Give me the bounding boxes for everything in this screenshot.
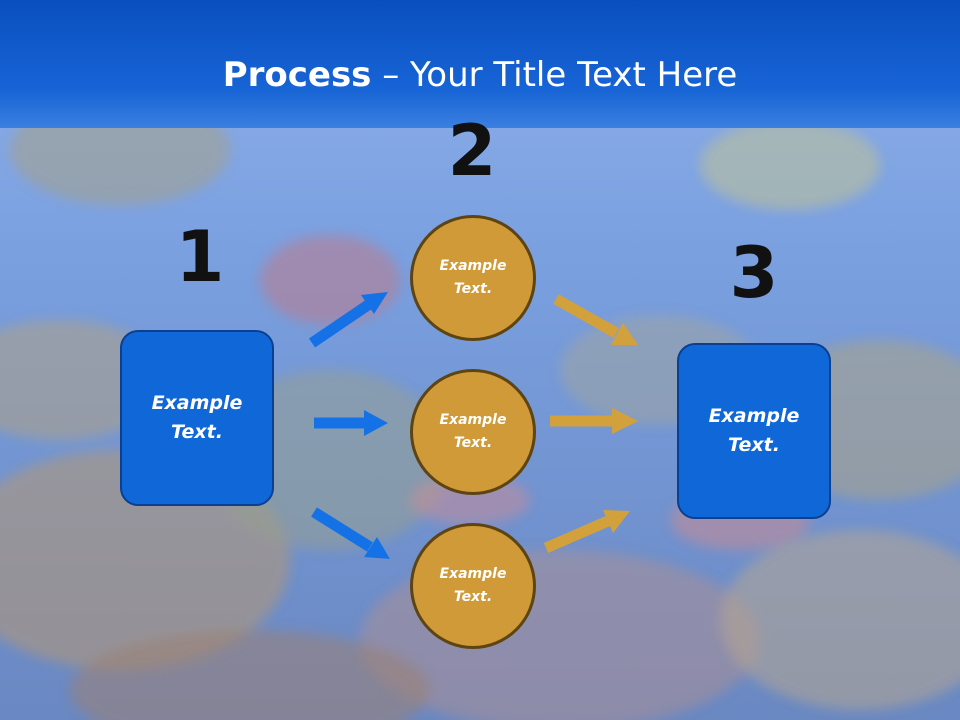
middle-process-circle: Example Text. — [410, 369, 536, 495]
left-box-text: Example Text. — [151, 392, 243, 443]
title-rest: – Your Title Text Here — [371, 55, 738, 95]
bottom-process-circle: Example Text. — [410, 523, 536, 649]
top-process-circle: Example Text. — [410, 215, 536, 341]
title-bar — [0, 0, 960, 128]
left-process-box: Example Text. — [120, 330, 274, 506]
step-number-2: 2 — [447, 110, 497, 192]
right-process-box: Example Text. — [677, 343, 831, 519]
step-number-3: 3 — [729, 232, 779, 314]
middle-circle-text: Example Text. — [439, 412, 507, 451]
title-bold: Process — [222, 55, 372, 95]
step-number-1: 1 — [175, 216, 225, 298]
slide-title: Process – Your Title Text Here — [0, 54, 960, 96]
right-box-text: Example Text. — [708, 405, 800, 456]
top-circle-text: Example Text. — [439, 258, 507, 297]
bottom-circle-text: Example Text. — [439, 566, 507, 605]
